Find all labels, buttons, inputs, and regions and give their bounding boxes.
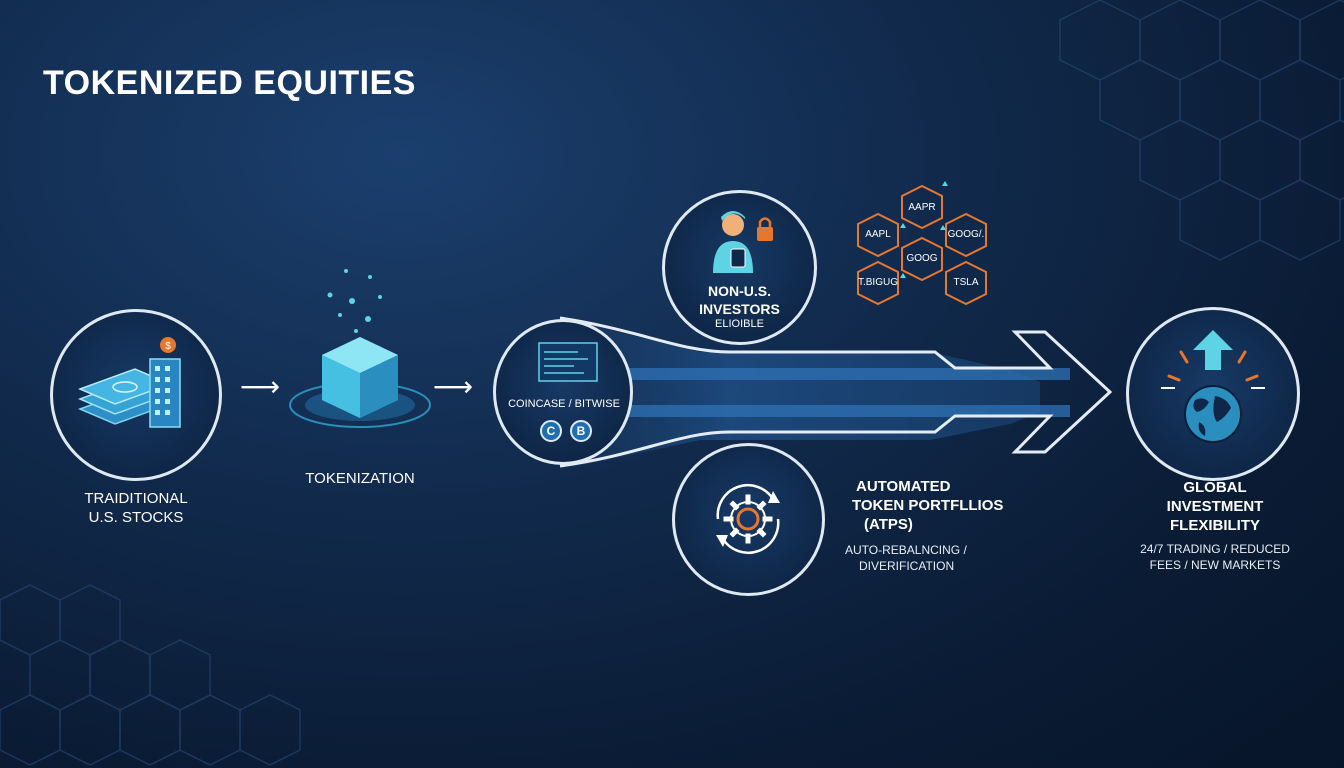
money-building-icon: $	[77, 337, 181, 428]
arrow-2: ⟶	[433, 371, 474, 402]
atps-line3: (ATPS)	[864, 515, 913, 533]
traditional-stocks-label: TRAIDITIONAL U.S. STOCKS	[50, 490, 222, 528]
global-label: GLOBAL INVESTMENT FLEXIBILITY	[1130, 479, 1300, 535]
atps-line1: AUTOMATED	[856, 478, 951, 495]
global-sub2: FEES / NEW MARKETS	[1149, 558, 1281, 573]
ticker-tsla: TSLA	[953, 277, 979, 288]
ticker-goog-dot: GOOG/.	[947, 229, 985, 240]
investor-lock-icon	[713, 211, 773, 273]
ticker-tbigug: T.BIGUG	[857, 277, 898, 288]
gear-cycle-icon	[716, 484, 780, 554]
globe-growth-icon	[1161, 330, 1265, 443]
tokenization-cube-icon	[289, 269, 431, 428]
atps-label: AUTOMATED TOKEN PORTFLLIOS (ATPS)	[840, 478, 1015, 534]
global-line1: GLOBAL	[1183, 479, 1247, 496]
platforms-label: COINCASE / BITWISE	[508, 398, 620, 410]
trading-screen-icon	[538, 342, 598, 382]
svg-text:$: $	[165, 341, 171, 352]
global-line2: INVESTMENT	[1166, 497, 1264, 515]
ticker-aapl: AAPL	[865, 229, 891, 240]
arrow-1: ⟶	[240, 371, 281, 402]
atps-sub: AUTO-REBALNCING / DIVERIFICATION	[845, 542, 1005, 574]
ticker-goog: GOOG	[906, 253, 938, 264]
atps-sub1: AUTO-REBALNCING /	[845, 543, 967, 557]
atps-circle	[672, 443, 825, 596]
page-title: TOKENIZED EQUITIES	[43, 64, 416, 102]
investors-line1: NON-U.S.	[708, 283, 771, 299]
traditional-line2: U.S. STOCKS	[88, 508, 184, 526]
coinbase-c-badge: C	[540, 420, 562, 442]
tokenization-label: TOKENIZATION	[305, 470, 415, 487]
global-line3: FLEXIBILITY	[1170, 516, 1260, 534]
ticker-hex-cluster	[857, 181, 987, 306]
traditional-stocks-circle: $	[50, 309, 222, 481]
bitwise-b-badge: B	[570, 420, 592, 442]
platforms-circle: COINCASE / BITWISE C B	[493, 319, 633, 465]
traditional-line1: TRAIDITIONAL	[84, 490, 188, 507]
global-sub1: 24/7 TRADING / REDUCED	[1140, 542, 1290, 556]
global-sub: 24/7 TRADING / REDUCED FEES / NEW MARKET…	[1115, 541, 1315, 573]
atps-sub2: DIVERIFICATION	[859, 559, 955, 574]
investors-line3: ELIOIBLE	[715, 318, 764, 330]
investors-circle: NON-U.S. INVESTORS ELIOIBLE	[662, 190, 817, 345]
ticker-aapr: AAPR	[908, 202, 936, 213]
investors-line2: INVESTORS	[699, 300, 780, 317]
global-circle	[1126, 307, 1300, 481]
atps-line2: TOKEN PORTFLLIOS	[852, 496, 1004, 514]
investors-label: NON-U.S. INVESTORS ELIOIBLE	[665, 283, 814, 332]
